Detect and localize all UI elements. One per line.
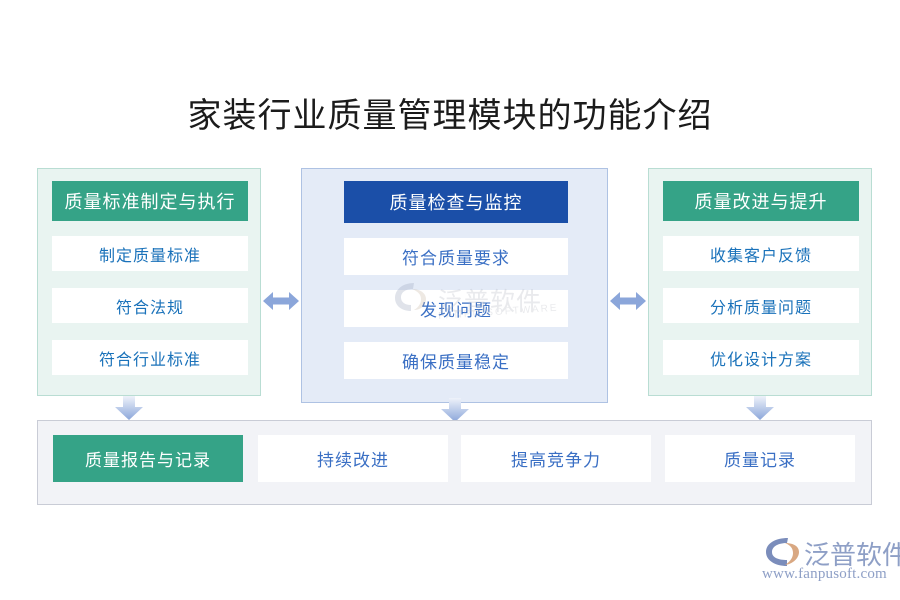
columns-region: 质量标准制定与执行 制定质量标准 符合法规 符合行业标准 质量检查与监控 符合质…: [0, 168, 900, 403]
bottom-card-quality-record[interactable]: 质量记录: [665, 435, 855, 482]
panel-item-quality-standard-2[interactable]: 符合行业标准: [52, 340, 248, 375]
bottom-row: 质量报告与记录 持续改进 提高竞争力 质量记录: [37, 420, 872, 505]
panel-item-quality-standard-1[interactable]: 符合法规: [52, 288, 248, 323]
panel-item-quality-inspection-0[interactable]: 符合质量要求: [344, 238, 568, 275]
down-arrow-icon: [114, 396, 144, 421]
panel-header-quality-improvement[interactable]: 质量改进与提升: [663, 181, 859, 221]
panel-header-quality-standard[interactable]: 质量标准制定与执行: [52, 181, 248, 221]
bottom-card-competitiveness[interactable]: 提高竞争力: [461, 435, 651, 482]
bottom-card-continuous-improvement[interactable]: 持续改进: [258, 435, 448, 482]
down-arrow-icon: [440, 398, 470, 423]
brand-logo: 泛普软件 www.fanpusoft.com: [762, 535, 900, 587]
fanpu-logo-mark-icon: [764, 537, 804, 572]
panel-item-quality-improvement-1[interactable]: 分析质量问题: [663, 288, 859, 323]
down-arrow-icon: [745, 396, 775, 421]
panel-item-quality-inspection-2[interactable]: 确保质量稳定: [344, 342, 568, 379]
panel-header-quality-inspection[interactable]: 质量检查与监控: [344, 181, 568, 223]
logo-url: www.fanpusoft.com: [762, 566, 887, 582]
panel-item-quality-improvement-0[interactable]: 收集客户反馈: [663, 236, 859, 271]
double-headed-horizontal-arrow-icon: [609, 288, 647, 314]
page-title: 家装行业质量管理模块的功能介绍: [187, 98, 713, 135]
bottom-card-quality-report[interactable]: 质量报告与记录: [53, 435, 243, 482]
panel-quality-standard: 质量标准制定与执行 制定质量标准 符合法规 符合行业标准: [37, 168, 261, 396]
panel-item-quality-improvement-2[interactable]: 优化设计方案: [663, 340, 859, 375]
panel-item-quality-inspection-1[interactable]: 发现问题: [344, 290, 568, 327]
panel-item-quality-standard-0[interactable]: 制定质量标准: [52, 236, 248, 271]
logo-company-name: 泛普软件: [804, 540, 900, 570]
panel-quality-improvement: 质量改进与提升 收集客户反馈 分析质量问题 优化设计方案: [648, 168, 872, 396]
panel-quality-inspection: 质量检查与监控 符合质量要求 发现问题 确保质量稳定: [301, 168, 608, 403]
double-headed-horizontal-arrow-icon: [262, 288, 300, 314]
